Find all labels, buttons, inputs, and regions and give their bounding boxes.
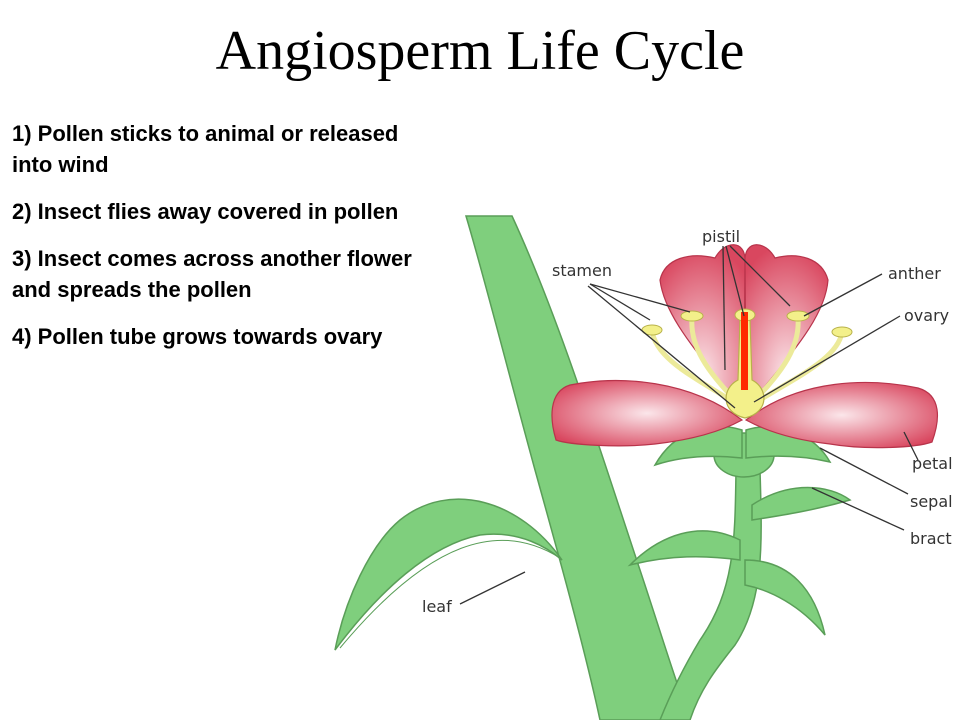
label-stamen: stamen xyxy=(552,261,612,280)
anther-2 xyxy=(680,310,704,322)
step-1: 1) Pollen sticks to animal or released i… xyxy=(12,121,399,177)
label-sepal: sepal xyxy=(910,492,953,511)
step-4: 4) Pollen tube grows towards ovary xyxy=(12,324,383,349)
anther-3 xyxy=(786,310,810,322)
label-pistil: pistil xyxy=(702,227,740,246)
bract-left xyxy=(627,530,741,567)
label-leaf: leaf xyxy=(422,597,452,616)
filament-1 xyxy=(649,329,740,408)
step-3: 3) Insect comes across another flower an… xyxy=(12,246,412,302)
step-2: 2) Insect flies away covered in pollen xyxy=(12,199,399,224)
bract-right xyxy=(751,486,852,521)
anther-4 xyxy=(831,326,853,338)
petal-right xyxy=(744,381,938,449)
pointer-lines xyxy=(459,245,919,605)
lower-leaf xyxy=(744,559,826,636)
label-ovary: ovary xyxy=(904,306,949,325)
label-bract: bract xyxy=(910,529,952,548)
label-petal: petal xyxy=(912,454,953,473)
pollen-tube-marker xyxy=(741,312,748,390)
petal-left xyxy=(551,379,744,447)
label-anther: anther xyxy=(888,264,941,283)
steps-list: 1) Pollen sticks to animal or released i… xyxy=(12,118,422,368)
leaf xyxy=(334,498,563,651)
main-stem xyxy=(464,215,691,720)
slide-title: Angiosperm Life Cycle xyxy=(215,20,745,82)
